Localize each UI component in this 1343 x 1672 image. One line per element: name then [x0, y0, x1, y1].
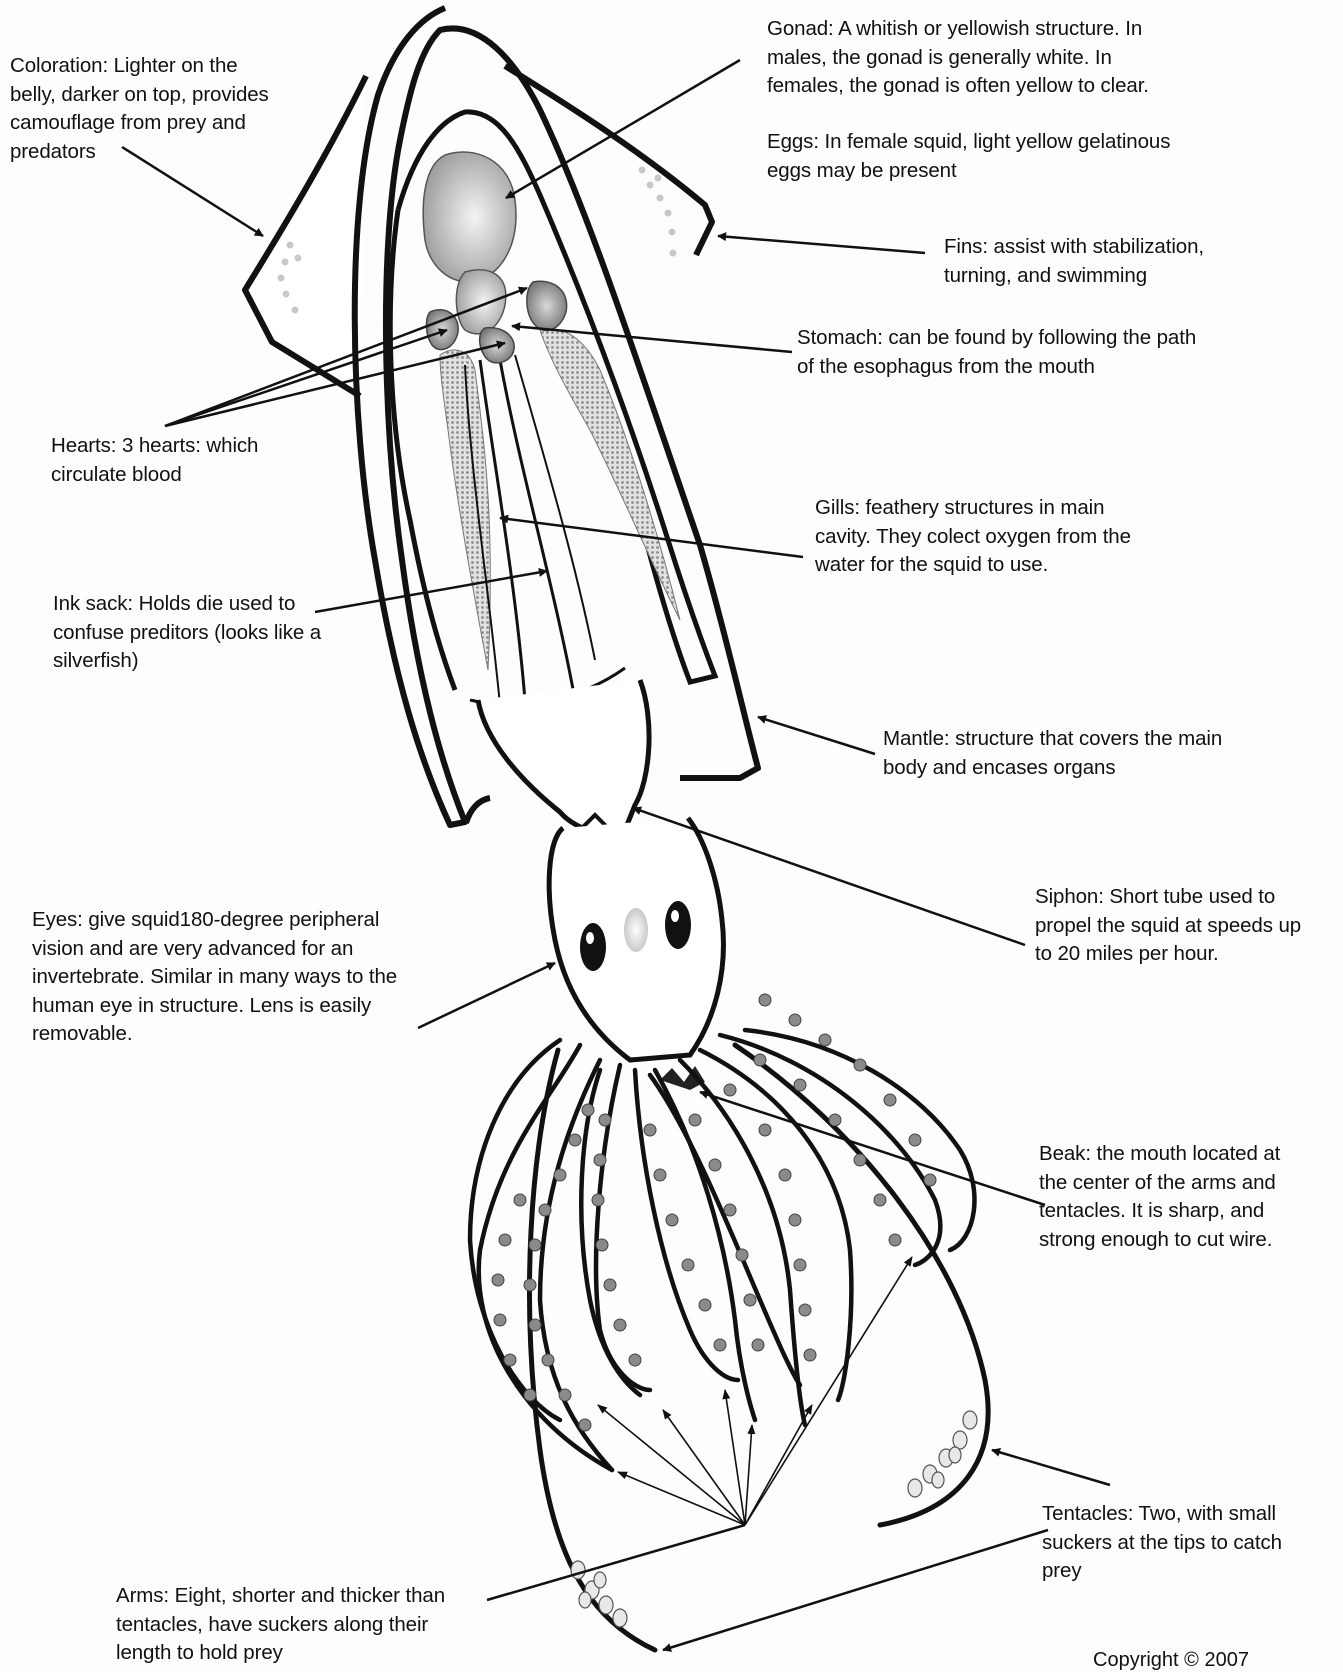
label-hearts: Hearts: 3 hearts: which circulate blood — [51, 432, 258, 489]
eye-right — [665, 901, 691, 949]
head — [549, 818, 723, 1060]
label-tentacles: Tentacles: Two, with small suckers at th… — [1042, 1500, 1282, 1586]
label-eggs: Eggs: In female squid, light yellow gela… — [767, 128, 1170, 185]
siphon — [478, 680, 649, 848]
label-fins: Fins: assist with stabilization, turning… — [944, 233, 1204, 290]
label-siphon: Siphon: Short tube used to propel the sq… — [1035, 883, 1301, 969]
eye-left — [580, 923, 606, 971]
label-gonad: Gonad: A whitish or yellowish structure.… — [767, 15, 1149, 101]
stomach — [456, 270, 505, 334]
label-gills: Gills: feathery structures in main cavit… — [815, 494, 1131, 580]
label-stomach: Stomach: can be found by following the p… — [797, 324, 1196, 381]
copyright-notice: Copyright © 2007 — [1093, 1648, 1249, 1672]
label-beak: Beak: the mouth located at the center of… — [1039, 1140, 1280, 1254]
label-ink-sack: Ink sack: Holds die used to confuse pred… — [53, 590, 321, 676]
label-eyes: Eyes: give squid180-degree peripheral vi… — [32, 906, 397, 1049]
gonad — [423, 152, 516, 282]
label-coloration: Coloration: Lighter on the belly, darker… — [10, 52, 269, 166]
label-arms: Arms: Eight, shorter and thicker than te… — [116, 1582, 445, 1668]
tentacle-club-suckers — [571, 1411, 977, 1627]
label-mantle: Mantle: structure that covers the main b… — [883, 725, 1222, 782]
